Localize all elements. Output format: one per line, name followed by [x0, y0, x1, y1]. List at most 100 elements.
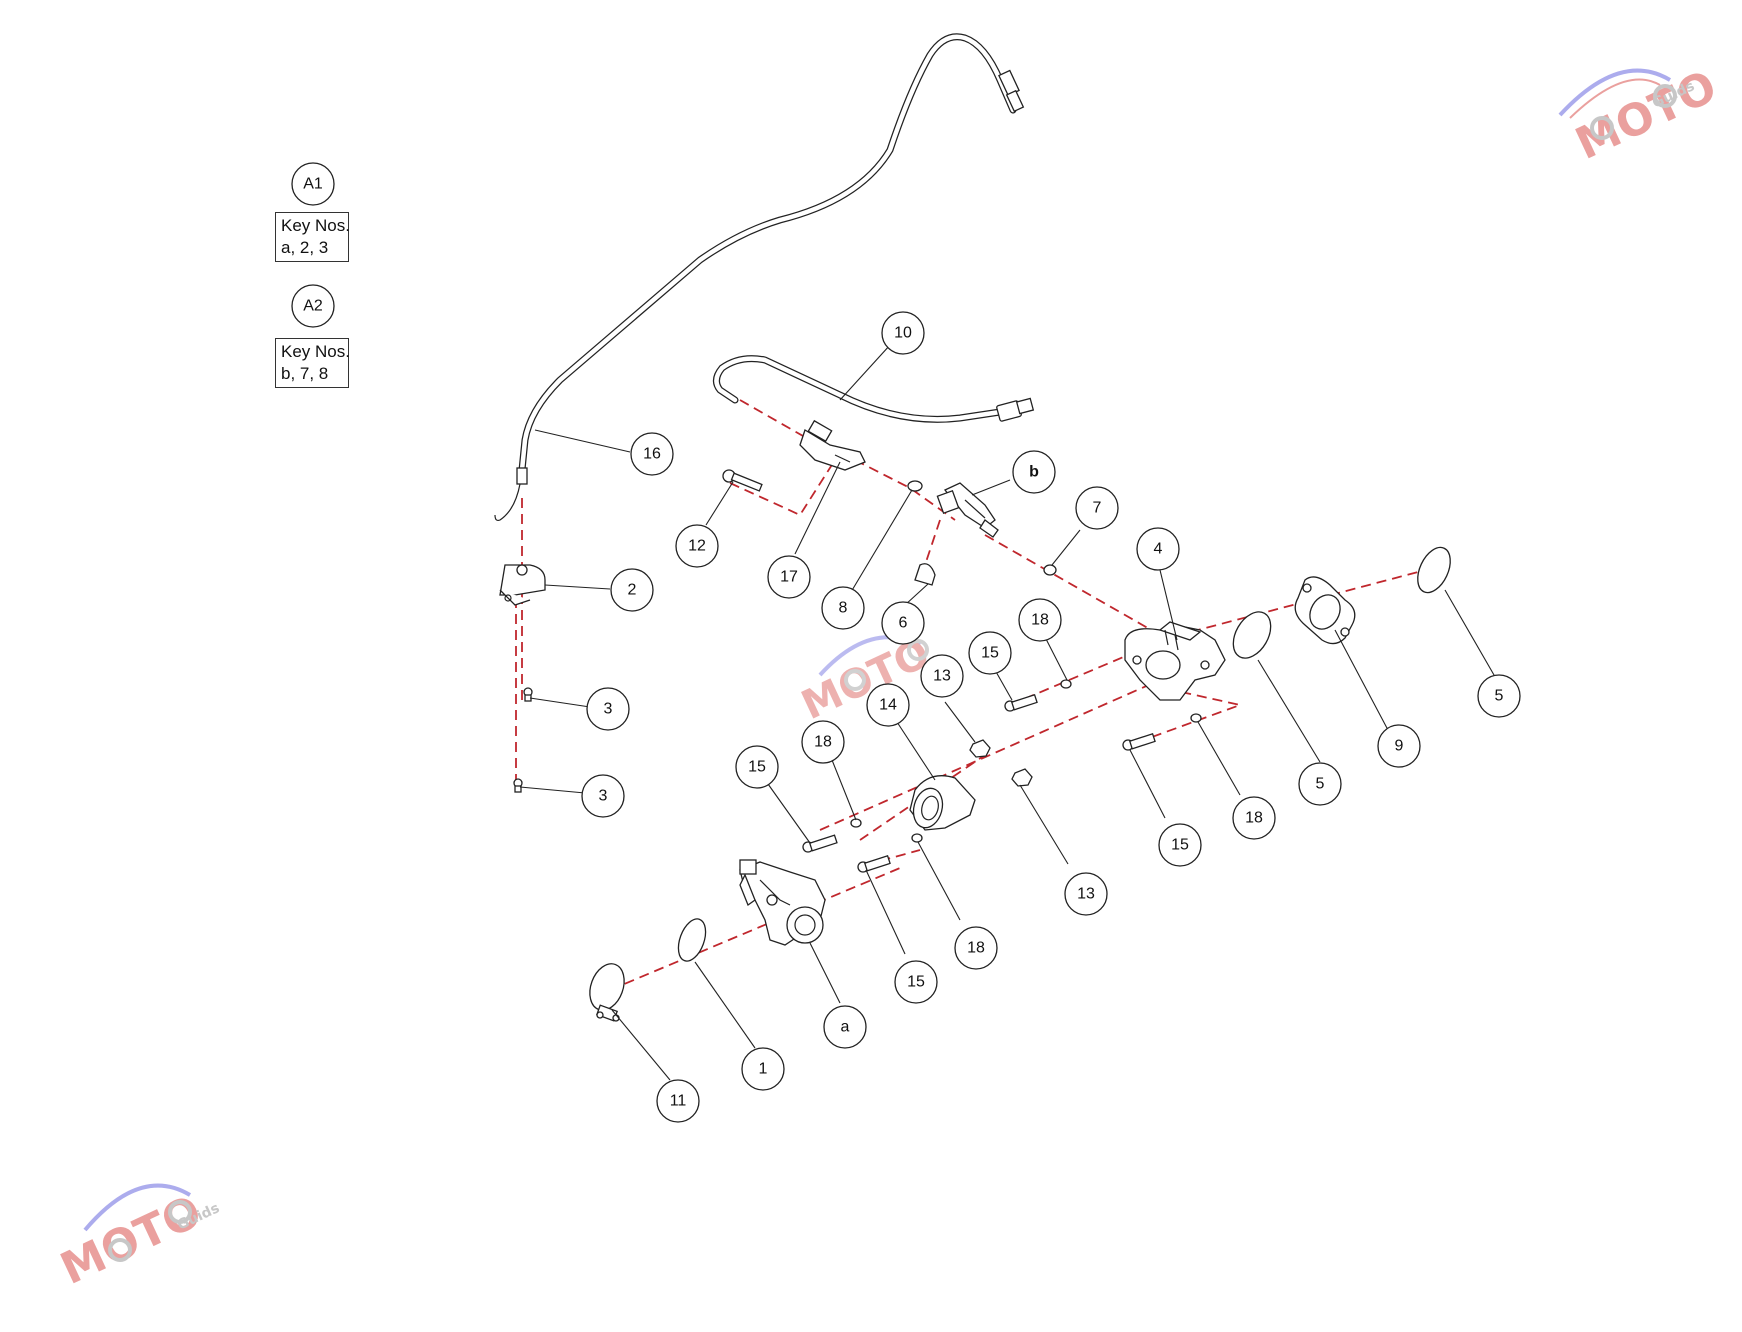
callout-15-bottom-label: 15 [907, 974, 925, 991]
legend-a2-key-title: Key Nos. [281, 342, 350, 361]
injector-b [936, 482, 999, 538]
bolt-15-lower [857, 854, 891, 873]
legend-a1-label: A1 [303, 176, 323, 193]
callout-9: 9 [1377, 724, 1421, 768]
callout-14-label: 14 [879, 697, 897, 714]
callout-6-label: 6 [899, 615, 908, 632]
callout-13-top: 13 [920, 654, 964, 698]
callout-6: 6 [881, 601, 925, 645]
callout-11: 11 [656, 1079, 700, 1123]
legend-a1-circle: A1 [291, 162, 335, 206]
callout-15-top-label: 15 [981, 645, 999, 662]
callout-15-top: 15 [968, 631, 1012, 675]
callout-9-label: 9 [1395, 738, 1404, 755]
callout-8-label: 8 [839, 600, 848, 617]
callout-18-top: 18 [1018, 598, 1062, 642]
callout-a-label: a [841, 1019, 850, 1036]
callout-8: 8 [821, 586, 865, 630]
callout-1-label: 1 [759, 1061, 768, 1078]
callout-18-right-label: 18 [1245, 810, 1263, 827]
bolt-15-upper [1004, 693, 1038, 712]
callout-2: 2 [610, 568, 654, 612]
callout-3-upper: 3 [586, 687, 630, 731]
screw-3-lower [513, 778, 523, 793]
callout-13-top-label: 13 [933, 668, 951, 685]
legend-a1-key-items: a, 2, 3 [281, 238, 329, 257]
assembly-lines [515, 399, 1438, 991]
o-ring-5-middle [1232, 611, 1272, 659]
callout-18-left-label: 18 [814, 734, 832, 751]
clamp-11 [589, 963, 625, 1022]
throttle-body-a [739, 859, 826, 946]
callout-3-upper-label: 3 [604, 701, 613, 718]
clip-6 [914, 563, 936, 586]
callout-3-lower: 3 [581, 774, 625, 818]
callout-15-bottom: 15 [894, 960, 938, 1004]
legend-a2-keybox: Key Nos. b, 7, 8 [275, 338, 350, 388]
watermark-center: MOTO [795, 630, 937, 729]
callout-7-label: 7 [1093, 500, 1102, 517]
callout-12: 12 [675, 524, 719, 568]
callout-13-bottom: 13 [1064, 872, 1108, 916]
callout-18-right: 18 [1232, 796, 1276, 840]
bolt-15-left [802, 834, 838, 853]
grommet-8 [907, 480, 923, 492]
callout-14: 14 [866, 683, 910, 727]
callout-b: b [1012, 450, 1056, 494]
callout-2-label: 2 [628, 582, 637, 599]
callout-5-middle: 5 [1298, 762, 1342, 806]
washer-18-upper [1060, 679, 1072, 689]
nut-13-lower [1011, 768, 1033, 787]
o-ring-5-right [1417, 546, 1451, 594]
bracket-2 [499, 564, 546, 606]
screw-3-upper [523, 687, 533, 702]
washer-18-lower [911, 833, 923, 843]
callout-16: 16 [630, 432, 674, 476]
callout-15-left: 15 [735, 745, 779, 789]
callout-b-label: b [1029, 464, 1039, 481]
callout-15-right-label: 15 [1171, 837, 1189, 854]
callout-5-middle-label: 5 [1316, 776, 1325, 793]
callout-17: 17 [767, 555, 811, 599]
callout-17-label: 17 [780, 569, 798, 586]
washer-18-left [850, 818, 862, 828]
bolt-15-right [1122, 732, 1156, 751]
callout-15-left-label: 15 [748, 759, 766, 776]
legend-a2-label: A2 [303, 298, 323, 315]
hose-16 [494, 33, 1025, 522]
washer-18-right [1190, 713, 1202, 723]
callout-a: a [823, 1005, 867, 1049]
callout-5-right-label: 5 [1495, 688, 1504, 705]
legend-a2-key-items: b, 7, 8 [281, 364, 329, 383]
callout-18-left: 18 [801, 720, 845, 764]
manifold-4 [1124, 621, 1226, 701]
callout-18-bottom: 18 [954, 926, 998, 970]
legend-a2-circle: A2 [291, 284, 335, 328]
o-ring-1 [677, 918, 707, 962]
callout-16-label: 16 [643, 446, 661, 463]
connector-17 [799, 419, 866, 471]
spacer-14 [909, 775, 976, 831]
watermark-top-right: MOTO Guids [1558, 61, 1724, 170]
seal-7 [1043, 564, 1057, 576]
callout-10: 10 [881, 311, 925, 355]
legend-a1-key-title: Key Nos. [281, 216, 350, 235]
callout-7: 7 [1075, 486, 1119, 530]
callout-15-right: 15 [1158, 823, 1202, 867]
watermark-bottom-left: MOTO Guids [53, 1183, 222, 1295]
watermark-brand: MOTO [1568, 61, 1724, 170]
callout-5-right: 5 [1477, 674, 1521, 718]
hose-10 [713, 355, 1035, 423]
callout-18-top-label: 18 [1031, 612, 1049, 629]
legend-a1-keybox: Key Nos. a, 2, 3 [275, 212, 350, 262]
callout-1: 1 [741, 1047, 785, 1091]
nut-13-upper [969, 739, 991, 758]
callout-13-bottom-label: 13 [1077, 886, 1095, 903]
callout-3-lower-label: 3 [599, 788, 608, 805]
callout-4-label: 4 [1154, 541, 1163, 558]
callout-10-label: 10 [894, 325, 912, 342]
callout-4: 4 [1136, 527, 1180, 571]
leader-lines [519, 344, 1495, 1081]
callout-18-bottom-label: 18 [967, 940, 985, 957]
